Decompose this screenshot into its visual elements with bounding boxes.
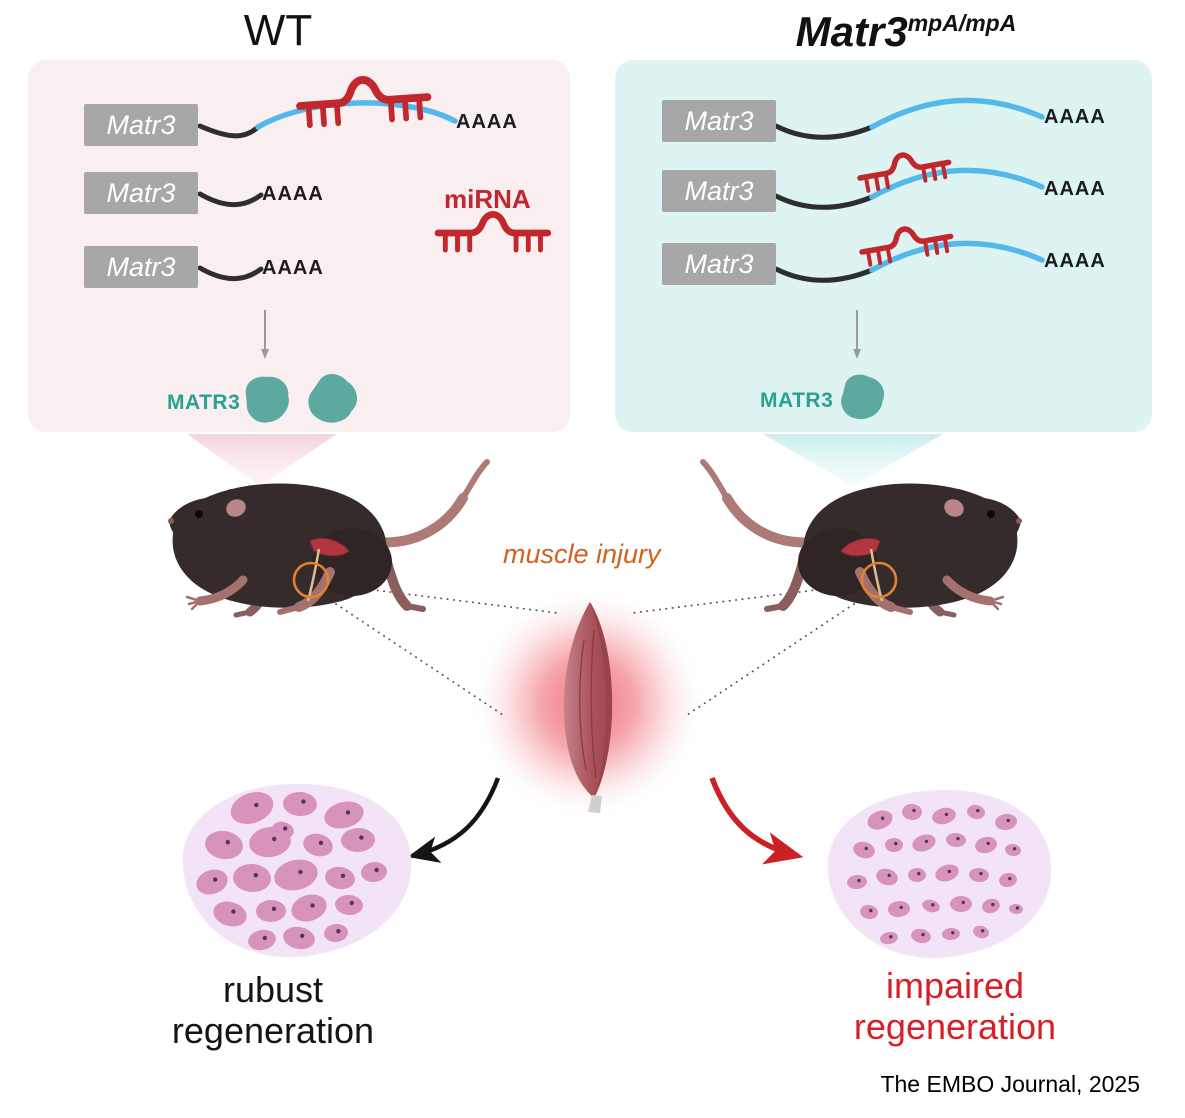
impaired-regeneration-label: impaired regeneration [854, 965, 1056, 1047]
mirna-bound-mutant-icon-1 [857, 147, 951, 191]
wt-protein-blobs [245, 367, 366, 433]
impaired-line2: regeneration [853, 1006, 1057, 1047]
mutant-protein-label: MATR3 [760, 389, 834, 412]
mutant-transcripts [773, 97, 1045, 283]
tissue-section-robust [182, 783, 412, 958]
polya-tail-label: AAAA [262, 257, 324, 279]
gene-label-box: Matr3 [662, 243, 776, 285]
robust-line1: rubust [222, 969, 324, 1010]
mutant-protein-blob [835, 369, 890, 426]
gene-label-box: Matr3 [662, 170, 776, 212]
polya-tail-label: AAAA [1044, 106, 1106, 128]
mirna-hairpin-icon [438, 214, 548, 250]
mouse-illustration-wt [168, 462, 487, 615]
mutant-title-base: Matr3 [795, 8, 908, 55]
mouse-illustration-mutant [703, 462, 1022, 615]
gene-label-box: Matr3 [84, 172, 198, 214]
gene-label-box: Matr3 [84, 246, 198, 288]
polya-tail-label: AAAA [1044, 250, 1106, 272]
wt-transcripts [197, 100, 458, 282]
polya-tail-label: AAAA [456, 111, 518, 133]
wt-protein-label: MATR3 [167, 391, 241, 414]
robust-outcome-arrow [407, 777, 501, 863]
mutant-panel-title: Matr3mpA/mpA [796, 8, 1017, 56]
mutant-funnel [763, 434, 943, 486]
journal-credit: The EMBO Journal, 2025 [880, 1071, 1140, 1097]
polya-tail-label: AAAA [1044, 178, 1106, 200]
mirna-label: miRNA [444, 184, 531, 214]
wt-funnel [187, 434, 337, 486]
mutant-title-superscript: mpA/mpA [907, 10, 1017, 36]
gene-label-box: Matr3 [662, 100, 776, 142]
gene-label-box: Matr3 [84, 104, 198, 146]
muscle-icon [563, 602, 613, 813]
impaired-line1: impaired [885, 965, 1025, 1006]
robust-line2: regeneration [171, 1010, 375, 1051]
wt-panel-title: WT [243, 6, 313, 55]
tissue-section-impaired [827, 789, 1052, 959]
impaired-outcome-arrow [709, 777, 804, 865]
polya-tail-label: AAAA [262, 183, 324, 205]
robust-regeneration-label: rubust regeneration [172, 969, 374, 1051]
muscle-injury-label: muscle injury [503, 539, 661, 569]
